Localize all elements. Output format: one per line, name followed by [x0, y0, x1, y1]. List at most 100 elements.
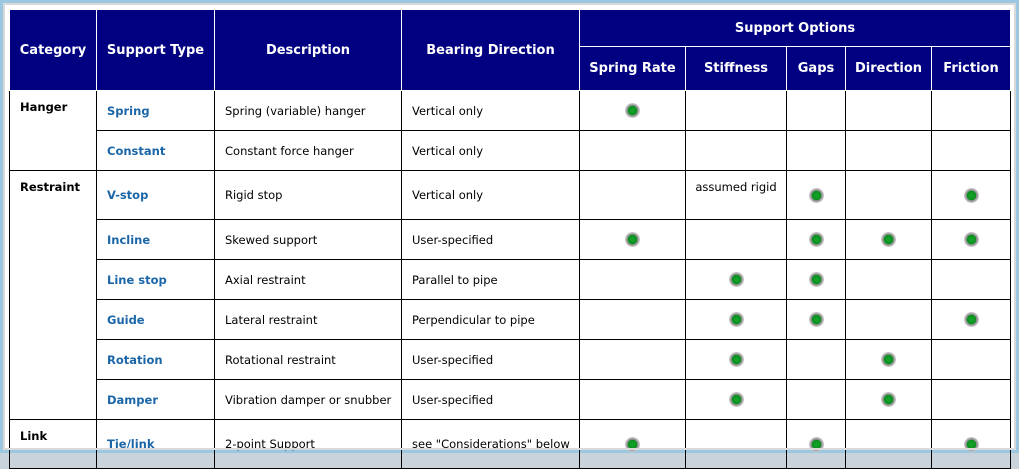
option-cell [930, 299, 1012, 340]
option-cell [845, 379, 932, 420]
support-type-link[interactable]: Constant [107, 143, 166, 158]
bearing-cell: User-specified [401, 339, 580, 380]
support-type-link[interactable]: Tie/link [107, 437, 155, 451]
support-type-link[interactable]: Incline [107, 232, 151, 247]
option-cell [930, 90, 1012, 131]
supported-dot-icon [625, 103, 640, 118]
support-types-table: Category Support Type Description Bearin… [9, 9, 1012, 469]
supported-dot-icon [728, 272, 744, 287]
option-cell [685, 219, 787, 260]
option-cell [930, 339, 1012, 380]
option-cell [845, 339, 932, 380]
header-description: Description [214, 9, 402, 91]
category-cell: Link [9, 419, 97, 469]
option-cell [685, 299, 787, 340]
bearing-cell: User-specified [401, 379, 580, 420]
option-cell [579, 90, 686, 131]
header-support-type: Support Type [96, 9, 215, 91]
supported-dot-icon [963, 232, 979, 247]
description-cell: Rotational restraint [214, 339, 402, 380]
option-cell [845, 90, 932, 131]
description-cell: Lateral restraint [214, 299, 402, 340]
option-cell [786, 299, 846, 340]
support-type-link[interactable]: Damper [107, 392, 158, 407]
supported-dot-icon [963, 187, 979, 203]
option-cell [579, 419, 686, 469]
header-category: Category [9, 9, 97, 91]
option-cell [930, 219, 1012, 260]
bearing-cell: Vertical only [401, 170, 580, 220]
support-type-cell: Damper [96, 379, 215, 420]
option-cell [685, 130, 787, 171]
supported-dot-icon [728, 352, 744, 367]
option-cell [685, 90, 787, 131]
support-type-cell: Incline [96, 219, 215, 260]
support-type-link[interactable]: Rotation [107, 352, 163, 367]
description-cell: Constant force hanger [214, 130, 402, 171]
option-cell [930, 259, 1012, 300]
option-cell [786, 130, 846, 171]
option-cell [579, 379, 686, 420]
header-option-friction: Friction [930, 46, 1012, 91]
option-cell [845, 130, 932, 171]
option-cell [579, 259, 686, 300]
option-cell [685, 339, 787, 380]
supported-dot-icon [881, 232, 896, 247]
supported-dot-icon [808, 187, 824, 203]
bearing-cell: User-specified [401, 219, 580, 260]
supported-dot-icon [808, 436, 824, 452]
option-cell [579, 170, 686, 220]
header-option-gaps: Gaps [786, 46, 846, 91]
supported-dot-icon [728, 392, 744, 407]
supported-dot-icon [881, 352, 896, 367]
support-type-link[interactable]: V-stop [107, 188, 149, 202]
option-cell [845, 299, 932, 340]
header-option-direction: Direction [845, 46, 932, 91]
support-type-link[interactable]: Guide [107, 312, 145, 327]
support-type-cell: Line stop [96, 259, 215, 300]
support-type-cell: Constant [96, 130, 215, 171]
support-type-link[interactable]: Line stop [107, 272, 167, 287]
bearing-cell: see "Considerations" below [401, 419, 580, 469]
option-cell [579, 219, 686, 260]
option-cell [786, 339, 846, 380]
bearing-cell: Perpendicular to pipe [401, 299, 580, 340]
category-cell: Restraint [9, 170, 97, 420]
option-cell [786, 259, 846, 300]
header-bearing-direction: Bearing Direction [401, 9, 580, 91]
option-cell [786, 419, 846, 469]
support-type-link[interactable]: Spring [107, 103, 150, 118]
supported-dot-icon [728, 312, 744, 327]
option-cell [786, 90, 846, 131]
option-cell [930, 379, 1012, 420]
option-cell [930, 170, 1012, 220]
supported-dot-icon [963, 436, 979, 452]
description-cell: Rigid stop [214, 170, 402, 220]
option-cell [685, 419, 787, 469]
option-cell [845, 259, 932, 300]
support-type-cell: Spring [96, 90, 215, 131]
header-option-stiffness: Stiffness [685, 46, 787, 91]
option-cell [579, 299, 686, 340]
support-type-cell: V-stop [96, 170, 215, 220]
description-cell: Skewed support [214, 219, 402, 260]
support-type-cell: Rotation [96, 339, 215, 380]
option-cell [786, 170, 846, 220]
option-cell [845, 219, 932, 260]
supported-dot-icon [808, 312, 824, 327]
support-type-cell: Tie/link [96, 419, 215, 469]
bearing-cell: Parallel to pipe [401, 259, 580, 300]
option-cell [685, 379, 787, 420]
option-cell [930, 130, 1012, 171]
option-cell [579, 339, 686, 380]
description-cell: Spring (variable) hanger [214, 90, 402, 131]
support-type-cell: Guide [96, 299, 215, 340]
